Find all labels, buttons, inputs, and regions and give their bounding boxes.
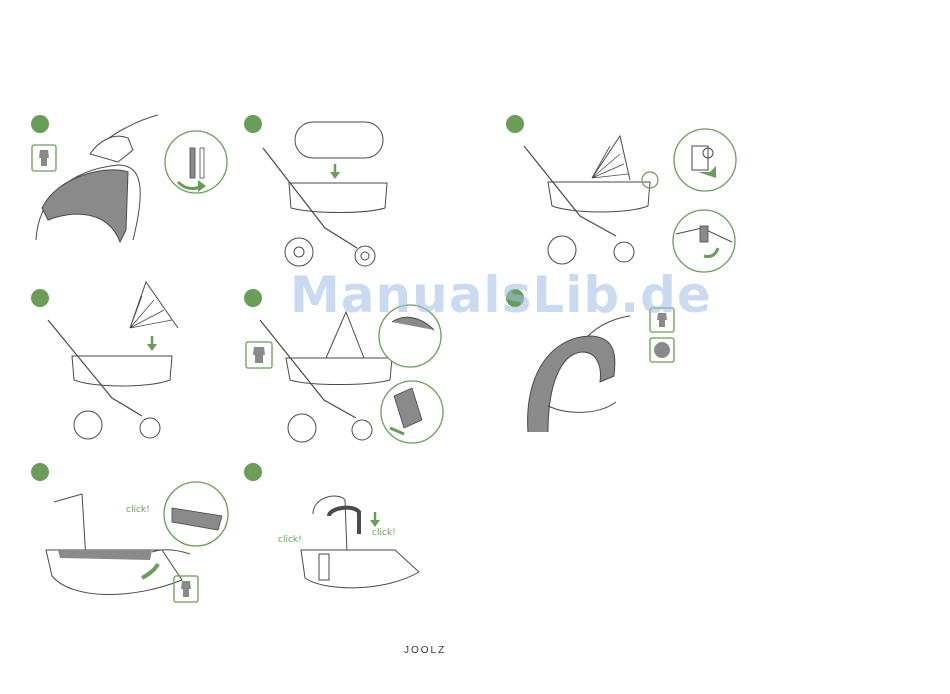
step-2-illustration — [255, 118, 395, 276]
step-8-illustration — [295, 488, 425, 598]
step-3-illustration — [520, 128, 740, 276]
step-marker — [31, 463, 49, 481]
click-label: click! — [278, 535, 302, 545]
click-label: click! — [126, 505, 150, 515]
brand-logo: JOOLZ — [404, 645, 446, 656]
step-marker — [244, 463, 262, 481]
step-7-illustration — [32, 480, 232, 604]
step-6-illustration — [520, 306, 680, 442]
step-1-illustration — [28, 110, 238, 250]
watermark: ManualsLib.de — [290, 266, 712, 324]
click-label: click! — [372, 528, 396, 538]
arrow-down-icon — [330, 172, 340, 179]
step-4-illustration — [42, 280, 182, 445]
